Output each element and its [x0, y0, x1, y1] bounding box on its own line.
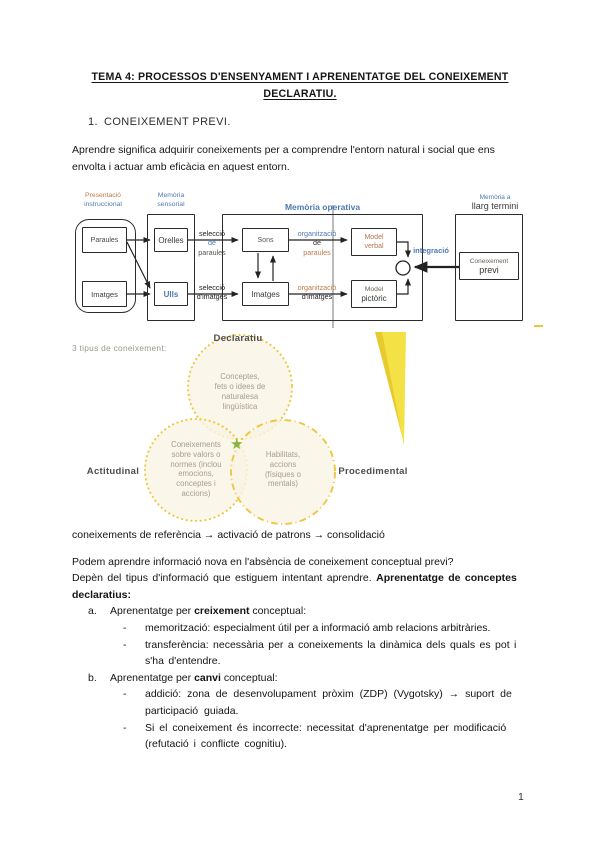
- long-term-memory-container: [455, 214, 523, 321]
- sub-item-transferencia: -transferència: necessària per a coneixe…: [123, 638, 517, 668]
- venn-text-declaratiu: Conceptes, fets o idees de naturalesa li…: [214, 372, 266, 411]
- box-coneixement-previ: Coneixement previ: [459, 252, 519, 280]
- integration-node: [395, 260, 411, 276]
- circle-procedimental: [230, 419, 336, 525]
- depen-bold: Aprenentatge de conceptes: [376, 572, 517, 585]
- sub-item-incorrecte: -Si el coneixement és incorrecte: necess…: [123, 721, 507, 751]
- dash-marker: -: [123, 638, 127, 651]
- column-header-presentacio: Presentació instruccional: [70, 191, 136, 209]
- box-ulls: Ulls: [154, 282, 188, 306]
- page-number: 1: [518, 791, 524, 803]
- header-presentacio-line1: Presentació: [85, 192, 121, 199]
- coneixement-line2: previ: [479, 265, 499, 275]
- box-model-verbal: Model verbal: [351, 228, 397, 256]
- header-llarg-line1: Memòria a: [479, 194, 511, 201]
- title-line-2: DECLARATIU.: [263, 87, 337, 100]
- box-imatges-operativa: Imatges: [242, 282, 289, 306]
- section-heading: 1. CONEIXEMENT PREVI.: [88, 116, 231, 128]
- sub-item-memoritzacio: -memorització: especialment útil per a i…: [72, 620, 529, 637]
- instructional-presentation-container: [75, 219, 136, 313]
- box-model-pictoric: Model pictòric: [351, 280, 397, 308]
- highlight-triangle: [382, 332, 406, 446]
- label-organitzacio-imatges: organització d'imatges: [297, 283, 337, 302]
- venn-label-declaratiu: Declaratiu: [213, 333, 263, 344]
- intro-paragraph: Aprendre significa adquirir coneixements…: [72, 144, 495, 173]
- sub-item-addicio: -addició: zona de desenvolupament pròxim…: [123, 688, 512, 717]
- box-orelles: Orelles: [154, 228, 188, 252]
- list-marker-b: b.: [88, 671, 97, 684]
- working-memory-container: [222, 214, 423, 321]
- box-imatges-input: Imatges: [82, 281, 127, 307]
- venn-shapes: [143, 332, 406, 525]
- circle-declaratiu: [186, 333, 294, 441]
- depen-line: Depèn del tipus d'informació que estigue…: [72, 570, 529, 587]
- column-header-sensorial: Memòria sensorial: [157, 192, 185, 208]
- memory-model-diagram: Presentació instruccional Memòria sensor…: [60, 185, 600, 335]
- box-paraules: Paraules: [82, 227, 127, 253]
- dash-marker: -: [123, 688, 127, 701]
- dash-marker: -: [123, 721, 127, 734]
- depen-normal: Depèn del tipus d'informació que estigue…: [72, 572, 377, 585]
- label-seleccio-paraules: selecció de paraules: [198, 229, 226, 257]
- label-integracio: integració: [413, 246, 449, 255]
- column-header-operativa: Memòria operativa: [284, 202, 361, 212]
- label-organitzacio-paraules: organització de paraules: [297, 229, 337, 257]
- section-heading-text: CONEIXEMENT PREVI.: [104, 116, 231, 128]
- column-header-llarg-termini: Memòria a llarg termini: [455, 193, 535, 212]
- question-line: Podem aprendre informació nova en l'absè…: [72, 555, 454, 568]
- list-item-b: b.Aprenentatge per canvi conceptual:: [72, 670, 529, 687]
- header-presentacio-line2: instruccional: [84, 201, 122, 208]
- body-text: coneixements de referència → activació d…: [72, 527, 529, 753]
- coneixement-line1: Coneixement: [469, 258, 509, 265]
- list-item-a: a.Aprenentatge per creixement conceptual…: [72, 603, 529, 620]
- sensory-memory-container: [147, 214, 195, 321]
- label-seleccio-imatges: selecció d'imatges: [196, 283, 228, 302]
- venn-label-actitudinal: Actitudinal: [86, 466, 140, 477]
- model-pictoric-line1: Model: [364, 286, 384, 293]
- header-llarg-line2: llarg termini: [471, 201, 519, 211]
- title-line-1: TEMA 4: PROCESSOS D'ENSENYAMENT I APRENE…: [91, 71, 509, 83]
- box-sons: Sons: [242, 228, 289, 252]
- star-icon: ★: [230, 435, 244, 453]
- section-number: 1.: [88, 116, 98, 128]
- model-pictoric-line2: pictòric: [361, 294, 387, 303]
- venn-text-procedimental: Habilitats, accions (físiques o mentals): [265, 450, 301, 489]
- venn-caption: 3 tipus de coneixement:: [72, 343, 167, 353]
- venn-label-procedimental: Procedimental: [338, 466, 408, 477]
- list-marker-a: a.: [88, 605, 97, 618]
- venn-text-actitudinal: Coneixements sobre valors o normes (incl…: [170, 440, 222, 498]
- declaratius-line: declaratius:: [72, 588, 131, 601]
- knowledge-types-venn: 3 tipus de coneixement: Declaratiu Actit…: [60, 330, 550, 545]
- yellow-mark: [534, 325, 543, 327]
- flow-line: coneixements de referència → activació d…: [72, 529, 385, 541]
- page-title: TEMA 4: PROCESSOS D'ENSENYAMENT I APRENE…: [0, 69, 600, 102]
- highlight-triangle-dark: [375, 332, 402, 436]
- dash-marker: -: [123, 621, 127, 634]
